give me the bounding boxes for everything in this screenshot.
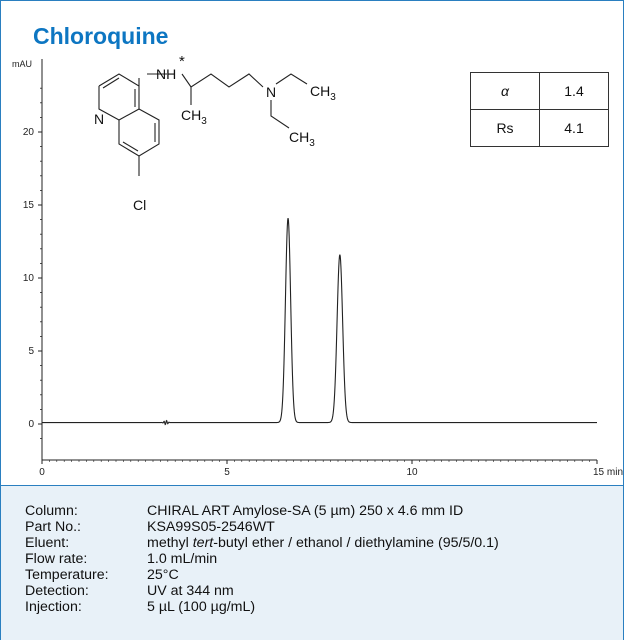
condition-flow-rate: Flow rate: 1.0 mL/min bbox=[25, 551, 217, 567]
atom-cl: Cl bbox=[133, 197, 146, 213]
condition-value: 5 µL (100 µg/mL) bbox=[147, 599, 256, 615]
condition-label: Temperature: bbox=[25, 567, 109, 583]
bond-pyridine bbox=[98, 73, 140, 121]
atom-n-amine: N bbox=[266, 84, 276, 100]
condition-label: Column: bbox=[25, 503, 78, 519]
y-tick-label: 20 bbox=[23, 127, 35, 138]
condition-value: CHIRAL ART Amylose-SA (5 µm) 250 x 4.6 m… bbox=[147, 503, 464, 519]
condition-value: UV at 344 nm bbox=[147, 583, 234, 599]
x-tick-label: 5 bbox=[224, 467, 230, 478]
y-tick-label: 0 bbox=[28, 419, 34, 430]
eluent-em: tert bbox=[192, 535, 214, 551]
condition-label: Part No.: bbox=[25, 519, 81, 535]
table-row: α 1.4 bbox=[470, 72, 609, 110]
condition-eluent: Eluent: methyl tert-butyl ether / ethanol… bbox=[25, 535, 499, 551]
bond-ethyl-2 bbox=[270, 100, 290, 129]
compound-title: Chloroquine bbox=[33, 23, 169, 49]
y-tick-label: 10 bbox=[23, 273, 35, 284]
condition-injection: Injection: 5 µL (100 µg/mL) bbox=[25, 599, 255, 615]
condition-detection: Detection: UV at 344 nm bbox=[25, 583, 234, 599]
bond-double-4 bbox=[122, 141, 139, 152]
ch3-methyl-sub: 3 bbox=[201, 116, 207, 127]
ch3-ethyl1-text: CH bbox=[310, 83, 330, 99]
chart-axes: 0 5 10 15 20 mAU 0 5 10 15 min bbox=[12, 59, 623, 478]
condition-value: KSA99S05-2546WT bbox=[147, 519, 275, 535]
ch3-ethyl1-sub: 3 bbox=[330, 92, 336, 103]
y-tick-label: 5 bbox=[28, 346, 34, 357]
atom-ch3-methyl: CH3 bbox=[181, 107, 207, 127]
condition-label: Detection: bbox=[25, 583, 89, 599]
x-tick-label: 0 bbox=[39, 467, 45, 478]
condition-label: Injection: bbox=[25, 599, 82, 615]
x-tick-label: 15 min bbox=[593, 467, 623, 478]
chloroquine-structure bbox=[98, 73, 308, 176]
ch3-methyl-text: CH bbox=[181, 107, 201, 123]
resolution-table: α 1.4 Rs 4.1 bbox=[470, 72, 609, 147]
chromatogram-chart: 0 5 10 15 20 mAU 0 5 10 15 min NH N bbox=[12, 53, 623, 478]
bond-ethyl-1 bbox=[275, 73, 308, 85]
eluent-post: -butyl ether / ethanol / diethylamine (9… bbox=[213, 535, 499, 551]
condition-value: 25°C bbox=[147, 567, 179, 583]
trace-group bbox=[42, 218, 597, 426]
chromatogram-trace bbox=[42, 218, 597, 426]
y-axis-label: mAU bbox=[12, 59, 32, 69]
y-tick-label: 15 bbox=[23, 200, 35, 211]
rs-label: Rs bbox=[470, 109, 540, 147]
atom-ch3-ethyl2: CH3 bbox=[289, 129, 315, 149]
structure-labels: NH N Cl * N CH3 CH3 CH3 bbox=[94, 53, 336, 213]
atom-nh: NH bbox=[156, 66, 176, 82]
bond-benzene bbox=[118, 108, 160, 157]
condition-label: Eluent: bbox=[25, 535, 70, 551]
atom-ch3-ethyl1: CH3 bbox=[310, 83, 336, 103]
bond-double-1 bbox=[102, 77, 120, 89]
condition-part-no: Part No.: KSA99S05-2546WT bbox=[25, 519, 275, 535]
atom-n-ring: N bbox=[94, 111, 104, 127]
x-tick-label: 10 bbox=[406, 467, 418, 478]
table-row: Rs 4.1 bbox=[470, 109, 609, 147]
stereo-star: * bbox=[179, 53, 185, 70]
ch3-ethyl2-text: CH bbox=[289, 129, 309, 145]
conditions-panel: Column: CHIRAL ART Amylose-SA (5 µm) 250 … bbox=[1, 485, 623, 640]
condition-value: 1.0 mL/min bbox=[147, 551, 218, 567]
alpha-value: 1.4 bbox=[539, 72, 609, 110]
condition-label: Flow rate: bbox=[25, 551, 88, 567]
eluent-pre: methyl bbox=[147, 535, 193, 551]
bond-chain bbox=[181, 73, 264, 88]
ch3-ethyl2-sub: 3 bbox=[309, 138, 315, 149]
condition-value: methyl tert-butyl ether / ethanol / diet… bbox=[147, 535, 499, 551]
alpha-label: α bbox=[470, 72, 540, 110]
condition-temperature: Temperature: 25°C bbox=[25, 567, 179, 583]
condition-column: Column: CHIRAL ART Amylose-SA (5 µm) 250 … bbox=[25, 503, 463, 519]
rs-value: 4.1 bbox=[539, 109, 609, 147]
